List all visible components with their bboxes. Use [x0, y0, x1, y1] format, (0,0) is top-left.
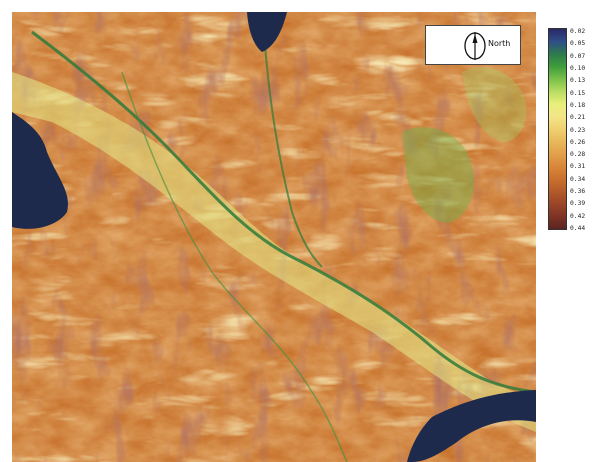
water-body	[247, 12, 287, 52]
legend-label: 0.31	[570, 163, 586, 171]
legend-label: 0.15	[570, 89, 586, 97]
legend-label: 0.18	[570, 101, 586, 109]
legend-label: 0.36	[570, 188, 586, 196]
legend-labels: 0.02 0.05 0.07 0.10 0.13 0.15 0.18 0.21 0.23 0.26…	[570, 28, 594, 232]
legend-color-bar	[548, 28, 567, 230]
legend-label: 0.05	[570, 40, 586, 48]
vegetation-patch	[402, 127, 475, 223]
north-arrow-box: North	[425, 25, 521, 65]
legend-label: 0.39	[570, 200, 586, 208]
vegetation-patch	[462, 67, 527, 142]
north-label: North	[488, 39, 511, 48]
legend-label: 0.10	[570, 64, 586, 72]
legend-label: 0.02	[570, 28, 586, 35]
tributary-channel	[121, 71, 348, 462]
water-body	[12, 112, 68, 229]
valley-floor	[12, 72, 536, 432]
legend-label: 0.42	[570, 212, 586, 220]
legend-label: 0.23	[570, 126, 586, 134]
terrain-map	[12, 12, 536, 462]
legend-label: 0.21	[570, 114, 586, 122]
legend-label: 0.07	[570, 52, 586, 60]
terrain-raster	[12, 12, 536, 462]
legend-label: 0.34	[570, 175, 586, 183]
legend-label: 0.26	[570, 138, 586, 146]
color-legend: 0.02 0.05 0.07 0.10 0.13 0.15 0.18 0.21 0.23 0.26…	[548, 28, 594, 232]
stream-channel	[31, 30, 536, 394]
legend-label: 0.44	[570, 225, 586, 232]
legend-label: 0.28	[570, 151, 586, 159]
tributary-channel	[261, 12, 323, 268]
north-arrow-icon	[464, 32, 486, 60]
water-body	[407, 390, 536, 462]
legend-label: 0.13	[570, 77, 586, 85]
